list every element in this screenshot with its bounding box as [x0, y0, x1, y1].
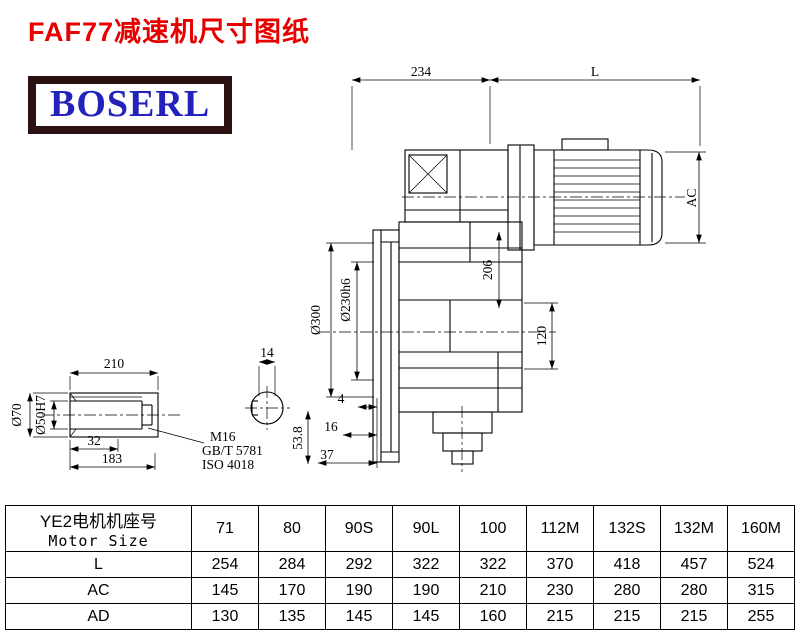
dim-206: 206	[480, 260, 495, 281]
table-cell: 322	[459, 551, 527, 578]
motor-size-col: 132M	[660, 505, 728, 552]
table-cell: 145	[191, 577, 259, 604]
table-row-AD: AD 130 135 145 145 160 215 215 215 255	[5, 603, 795, 630]
table-row-AC: AC 145 170 190 190 210 230 280 280 315	[5, 577, 795, 604]
input-housing	[404, 149, 509, 223]
table-cell: 190	[325, 577, 393, 604]
table-cell: 230	[526, 577, 594, 604]
dim-AC: AC	[684, 189, 699, 208]
table-cell: 284	[258, 551, 326, 578]
table-cell: 280	[593, 577, 661, 604]
motor-size-col: 90L	[392, 505, 460, 552]
table-cell: 418	[593, 551, 661, 578]
table-cell: 292	[325, 551, 393, 578]
dim-32: 32	[87, 433, 101, 448]
gearbox-flange	[372, 229, 400, 463]
table-cell: 255	[727, 603, 795, 630]
motor-size-header-cell: YE2电机机座号 Motor Size	[5, 505, 192, 552]
dim-234: 234	[411, 64, 432, 79]
dim-dia300: Ø300	[308, 305, 323, 335]
motor-size-col: 132S	[593, 505, 661, 552]
table-cell: 254	[191, 551, 259, 578]
row-label: AD	[5, 603, 192, 630]
motor-size-col: 80	[258, 505, 326, 552]
table-cell: 315	[727, 577, 795, 604]
dim-210: 210	[104, 356, 125, 371]
motor-size-col: 112M	[526, 505, 594, 552]
motor-size-col: 160M	[727, 505, 795, 552]
dim-dia50H7: Ø50H7	[33, 395, 48, 435]
extension-lines	[33, 86, 706, 470]
gearbox-housing	[398, 221, 523, 413]
motor-size-col: 71	[191, 505, 259, 552]
table-cell: 280	[660, 577, 728, 604]
centerlines	[318, 196, 685, 472]
table-cell: 210	[459, 577, 527, 604]
table-cell: 524	[727, 551, 795, 578]
thread-standard-iso: ISO 4018	[202, 457, 254, 472]
table-cell: 457	[660, 551, 728, 578]
dim-dia230h6: Ø230h6	[338, 278, 353, 322]
table-cell: 170	[258, 577, 326, 604]
table-cell: 322	[392, 551, 460, 578]
table-cell: 190	[392, 577, 460, 604]
dim-120: 120	[534, 326, 549, 347]
table-cell: 370	[526, 551, 594, 578]
dim-L: L	[591, 64, 599, 79]
dim-14: 14	[260, 345, 274, 360]
table-cell: 135	[258, 603, 326, 630]
hollow-shaft-detail	[42, 392, 205, 444]
motor-size-col: 90S	[325, 505, 393, 552]
table-cell: 215	[660, 603, 728, 630]
shaft-end-view	[245, 386, 290, 430]
table-cell: 160	[459, 603, 527, 630]
page-title: FAF77减速机尺寸图纸	[28, 17, 311, 47]
thread-spec-m16: M16	[210, 429, 236, 444]
thread-standard-gb: GB/T 5781	[202, 443, 263, 458]
output-shaft-end	[432, 411, 493, 465]
table-cell: 145	[325, 603, 393, 630]
table-cell: 130	[191, 603, 259, 630]
row-label: L	[5, 551, 192, 578]
table-cell: 215	[526, 603, 594, 630]
boserl-logo: BOSERL	[28, 76, 233, 134]
dimension-drawing: 234 L AC 206 120 Ø300 Ø230h6 210 Ø70 Ø50…	[9, 64, 706, 472]
table-cell: 145	[392, 603, 460, 630]
header-line1: YE2电机机座号	[39, 512, 158, 531]
dim-183: 183	[102, 451, 123, 466]
motor	[507, 138, 663, 251]
table-header-row: YE2电机机座号 Motor Size 71 80 90S 90L 100 11…	[5, 505, 795, 552]
motor-size-col: 100	[459, 505, 527, 552]
row-label: AC	[5, 577, 192, 604]
dimension-lines	[27, 77, 702, 470]
header-line2: Motor Size	[48, 532, 149, 550]
table-row-L: L 254 284 292 322 322 370 418 457 524	[5, 551, 795, 578]
table-cell: 215	[593, 603, 661, 630]
motor-fins	[554, 159, 640, 233]
dim-dia70: Ø70	[9, 403, 24, 426]
dim-4: 4	[338, 391, 345, 406]
motor-size-table: YE2电机机座号 Motor Size 71 80 90S 90L 100 11…	[5, 505, 795, 630]
dim-16: 16	[324, 419, 338, 434]
dimension-labels: 234 L AC 206 120 Ø300 Ø230h6 210 Ø70 Ø50…	[9, 64, 699, 472]
dim-37: 37	[320, 447, 334, 462]
logo-text: BOSERL	[50, 83, 211, 125]
dim-53-8: 53.8	[290, 426, 305, 450]
